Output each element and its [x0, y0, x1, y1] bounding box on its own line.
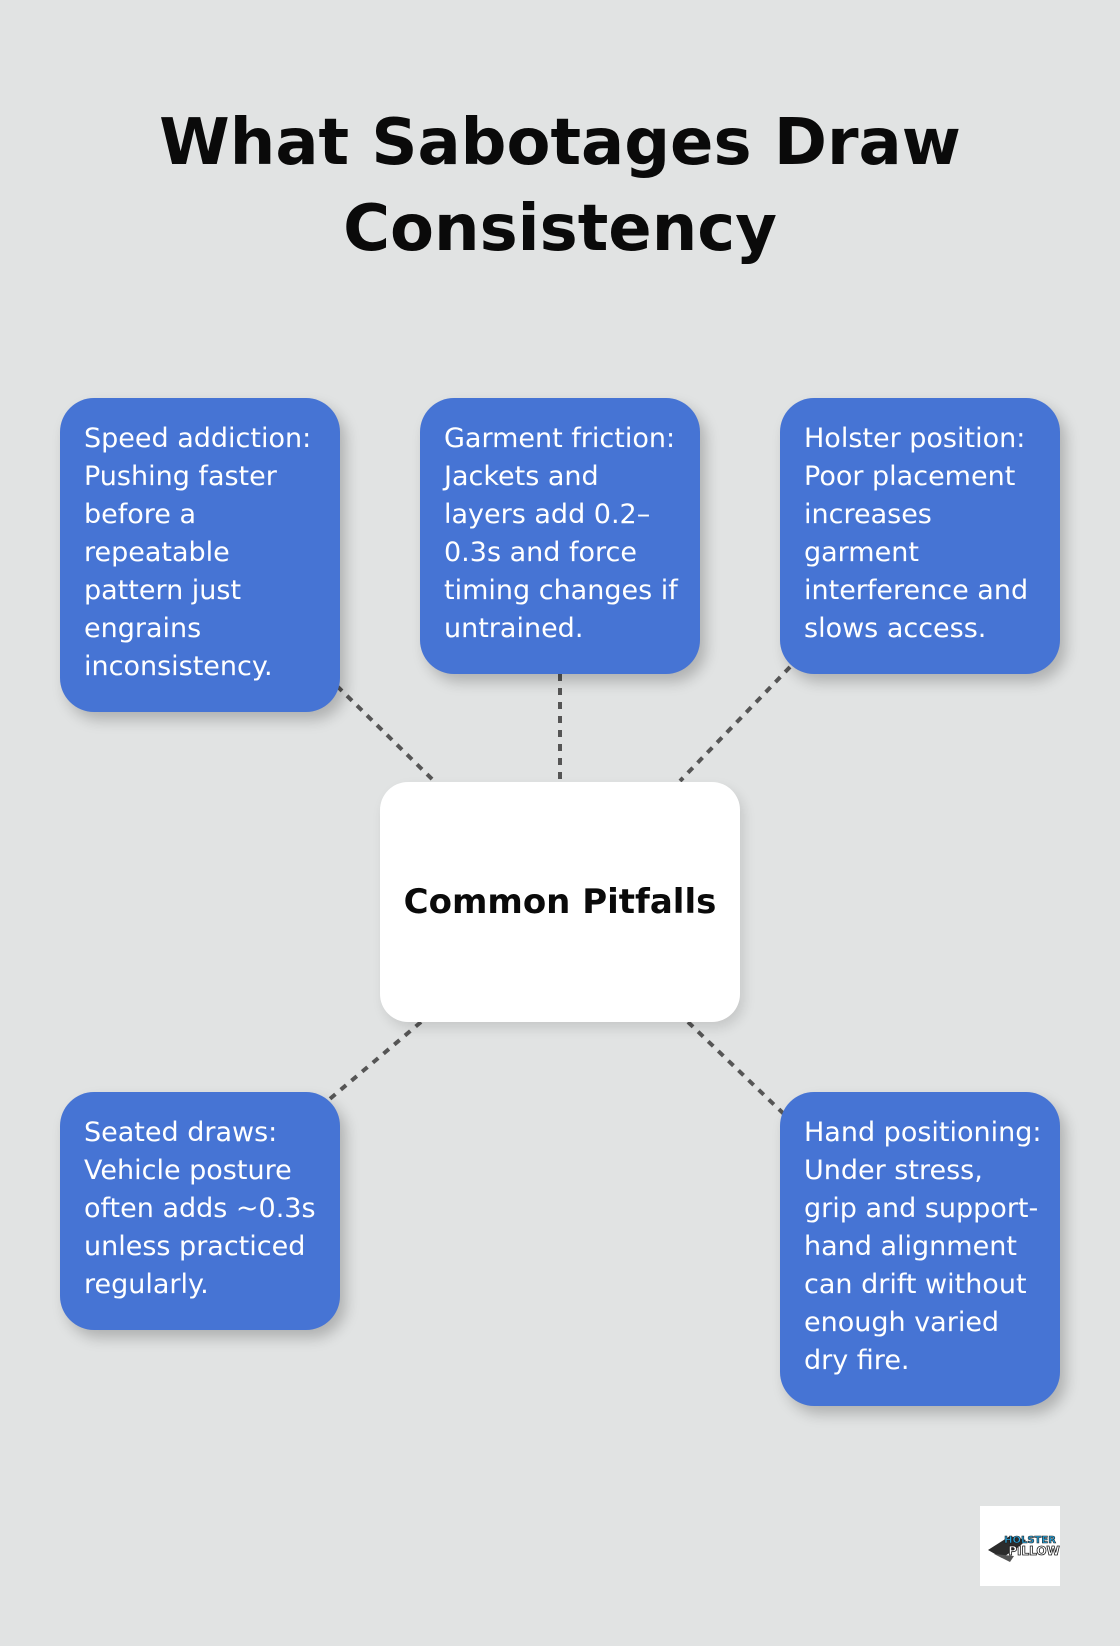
brand-logo: HOLSTER PILLOW [980, 1506, 1060, 1586]
node-text: Seated draws: Vehicle posture often adds… [84, 1117, 316, 1300]
page-title: What Sabotages Draw Consistency [0, 100, 1120, 272]
connector-hand-positioning [686, 1020, 789, 1119]
node-holster-position: Holster position: Poor placement increas… [780, 398, 1060, 674]
node-text: Garment friction: Jackets and layers add… [444, 423, 678, 644]
connector-holster-position [678, 665, 792, 783]
connector-seated-draws [323, 1020, 423, 1105]
center-node: Common Pitfalls [380, 782, 740, 1022]
logo-text-line-1: HOLSTER [1004, 1535, 1056, 1546]
node-text: Speed addiction: Pushing faster before a… [84, 423, 312, 682]
node-text: Hand positioning: Under stress, grip and… [804, 1117, 1042, 1376]
title-line-2: Consistency [343, 192, 777, 266]
node-speed-addiction: Speed addiction: Pushing faster before a… [60, 398, 340, 712]
logo-text-line-2: PILLOW [1008, 1544, 1060, 1558]
node-hand-positioning: Hand positioning: Under stress, grip and… [780, 1092, 1060, 1406]
connector-speed-addiction [335, 684, 436, 783]
node-seated-draws: Seated draws: Vehicle posture often adds… [60, 1092, 340, 1330]
center-label: Common Pitfalls [403, 882, 717, 922]
holster-pillow-logo-icon: HOLSTER PILLOW [988, 1535, 1060, 1562]
node-text: Holster position: Poor placement increas… [804, 423, 1029, 644]
title-line-1: What Sabotages Draw [159, 106, 961, 180]
node-garment-friction: Garment friction: Jackets and layers add… [420, 398, 700, 674]
